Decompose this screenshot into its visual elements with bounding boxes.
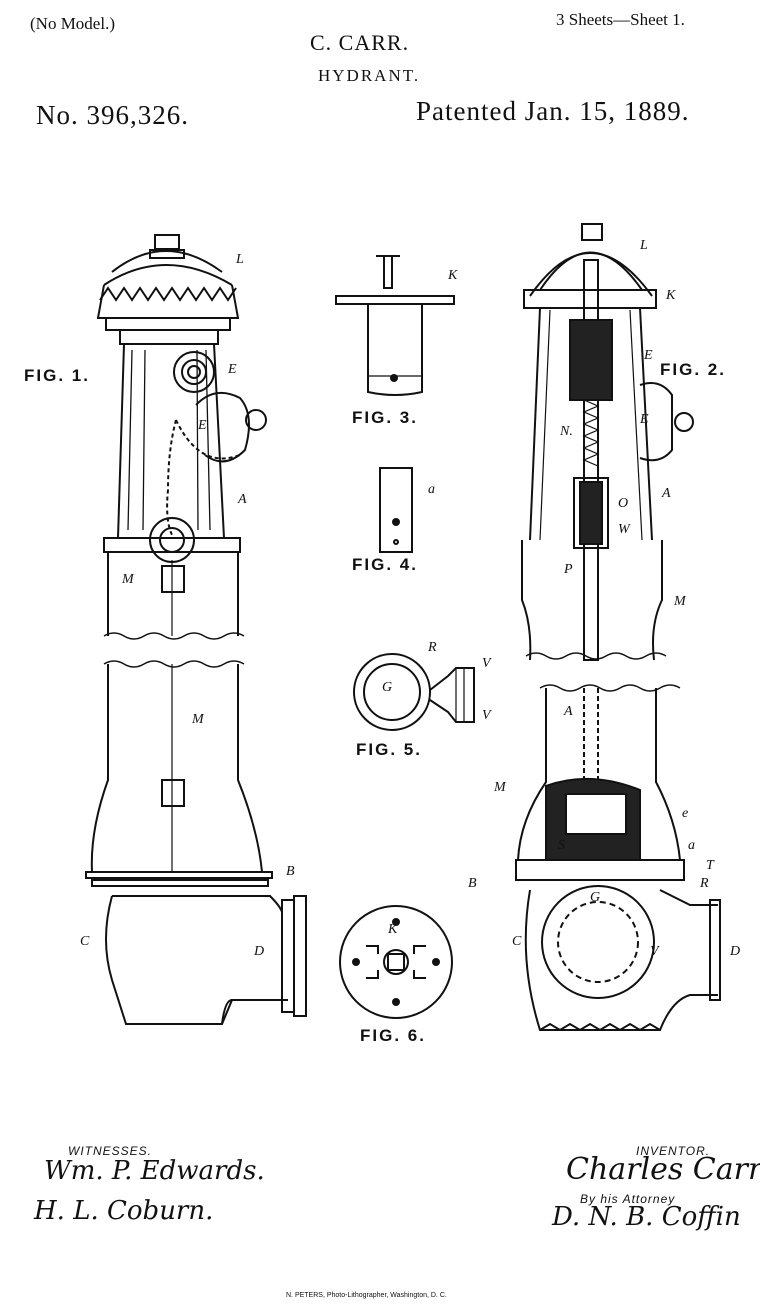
- label-C-fig1: C: [80, 934, 89, 950]
- label-V-fig5-lower: V: [482, 708, 491, 724]
- label-D-fig1: D: [254, 944, 264, 960]
- label-P-fig2: P: [564, 562, 573, 578]
- fig5-caption: FIG. 5.: [356, 740, 422, 760]
- attorney-signature: D. N. B. Coffin: [552, 1202, 741, 1232]
- inventor-signature: Charles Carr: [566, 1152, 760, 1187]
- printer-credit: N. PETERS, Photo-Lithographer, Washingto…: [286, 1292, 447, 1299]
- label-T-fig2: T: [706, 858, 714, 874]
- label-M-fig2-upper: M: [674, 594, 686, 610]
- label-K-fig6: K: [388, 922, 397, 938]
- label-E-fig1-lower: E: [198, 418, 207, 434]
- fig4-drawing: [380, 468, 412, 552]
- label-L-fig1: L: [236, 252, 244, 268]
- label-W-fig2: W: [618, 522, 630, 538]
- witness-signature-2: H. L. Coburn.: [34, 1196, 213, 1226]
- fig6-caption: FIG. 6.: [360, 1026, 426, 1046]
- label-E-fig2-lower: E: [640, 412, 649, 428]
- label-R-fig2: R: [700, 876, 709, 892]
- label-A-fig2-lower: A: [564, 704, 573, 720]
- label-E-fig2-upper: E: [644, 348, 653, 364]
- label-V-fig5-upper: V: [482, 656, 491, 672]
- label-E-fig1-upper: E: [228, 362, 237, 378]
- label-L-fig2: L: [640, 238, 648, 254]
- fig5-drawing: [354, 654, 474, 730]
- label-D-fig2: D: [730, 944, 740, 960]
- label-A-fig1: A: [238, 492, 247, 508]
- label-K-fig2: K: [666, 288, 675, 304]
- label-B-fig1: B: [286, 864, 295, 880]
- label-B-fig2: B: [468, 876, 477, 892]
- fig2-lower-drawing: [516, 685, 720, 1030]
- label-M-fig1-upper: M: [122, 572, 134, 588]
- label-e-fig2: e: [682, 806, 688, 822]
- label-K-fig3: K: [448, 268, 457, 284]
- fig3-drawing: [336, 256, 454, 395]
- fig1-caption: FIG. 1.: [24, 366, 90, 386]
- label-C-fig2: C: [512, 934, 521, 950]
- label-V-fig2: V: [650, 944, 659, 960]
- label-M-fig2-lower: M: [494, 780, 506, 796]
- label-G-fig5: G: [382, 680, 392, 696]
- fig3-caption: FIG. 3.: [352, 408, 418, 428]
- label-a-fig2: a: [688, 838, 695, 854]
- fig2-caption: FIG. 2.: [660, 360, 726, 380]
- label-M-fig1-lower: M: [192, 712, 204, 728]
- label-O-fig2: O: [618, 496, 628, 512]
- label-G-fig2: G: [590, 890, 600, 906]
- fig4-caption: FIG. 4.: [352, 555, 418, 575]
- label-N-fig2: N.: [560, 424, 573, 440]
- label-S-fig2: S: [558, 838, 565, 854]
- label-R-fig5: R: [428, 640, 437, 656]
- witness-signature-1: Wm. P. Edwards.: [44, 1156, 265, 1186]
- label-A-fig2-upper: A: [662, 486, 671, 502]
- label-a-fig4: a: [428, 482, 435, 498]
